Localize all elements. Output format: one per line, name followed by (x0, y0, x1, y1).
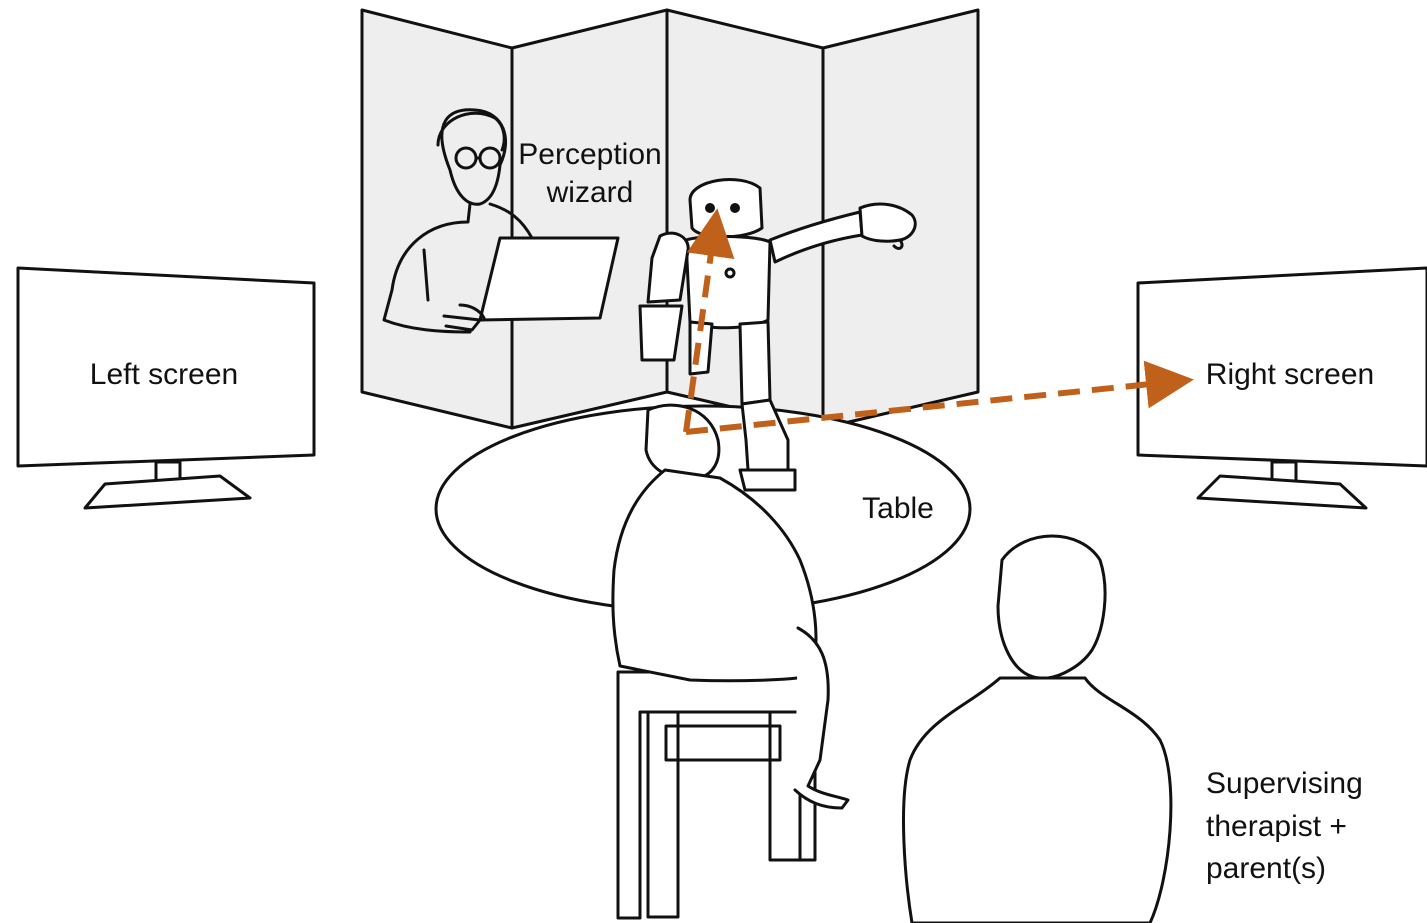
laptop-icon (478, 236, 620, 322)
gaze-arrows (683, 208, 1194, 435)
therapist-figure (902, 534, 1173, 923)
label-therapist-line1: Supervising (1206, 767, 1363, 800)
nao-robot (638, 178, 917, 492)
label-perception-wizard-line2: wizard (546, 176, 634, 209)
label-right-screen: Right screen (1206, 358, 1374, 391)
label-left-screen: Left screen (90, 358, 238, 391)
label-table: Table (862, 492, 934, 525)
label-therapist-line2: therapist + (1206, 810, 1347, 843)
label-therapist-line3: parent(s) (1206, 852, 1326, 885)
perception-wizard-figure (382, 108, 620, 334)
gaze-arrow-to-right-screen (685, 360, 1194, 435)
left-screen-monitor (16, 266, 316, 510)
right-screen-monitor (1136, 266, 1427, 510)
child-figure (611, 403, 850, 920)
label-perception-wizard-line1: Perception (518, 138, 661, 171)
